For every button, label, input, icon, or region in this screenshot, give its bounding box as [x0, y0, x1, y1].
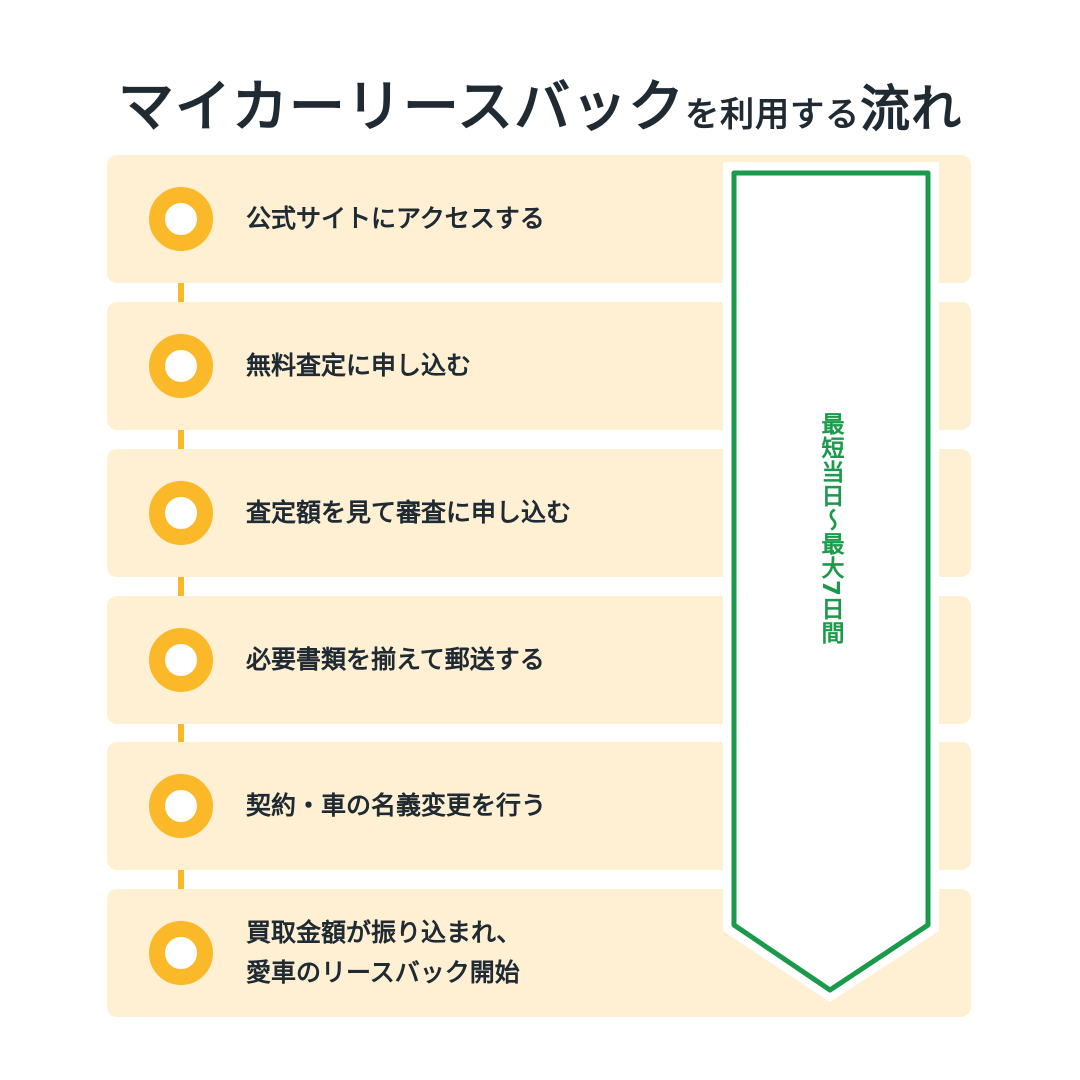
step-marker-icon: [149, 921, 213, 985]
step-label: 無料査定に申し込む: [246, 351, 472, 380]
step-label: 査定額を見て審査に申し込む: [246, 498, 572, 527]
title-main: マイカーリースバック: [117, 75, 686, 140]
step-label: 必要書類を揃えて郵送する: [246, 645, 545, 674]
step-marker-icon: [149, 334, 213, 398]
duration-label: 最短当日〜最大7日間: [817, 412, 843, 646]
page-title: マイカーリースバックを利用する流れ: [0, 62, 1080, 143]
step-label: 買取金額が振り込まれ、 愛車のリースバック開始: [246, 918, 522, 987]
arrow-outline: [731, 170, 931, 993]
title-middle: を利用する: [685, 95, 861, 135]
step-label: 公式サイトにアクセスする: [246, 204, 545, 233]
title-end: 流れ: [860, 80, 963, 138]
step-marker-icon: [149, 481, 213, 545]
step-label: 契約・車の名義変更を行う: [246, 791, 547, 820]
step-marker-icon: [149, 628, 213, 692]
step-marker-icon: [149, 187, 213, 251]
